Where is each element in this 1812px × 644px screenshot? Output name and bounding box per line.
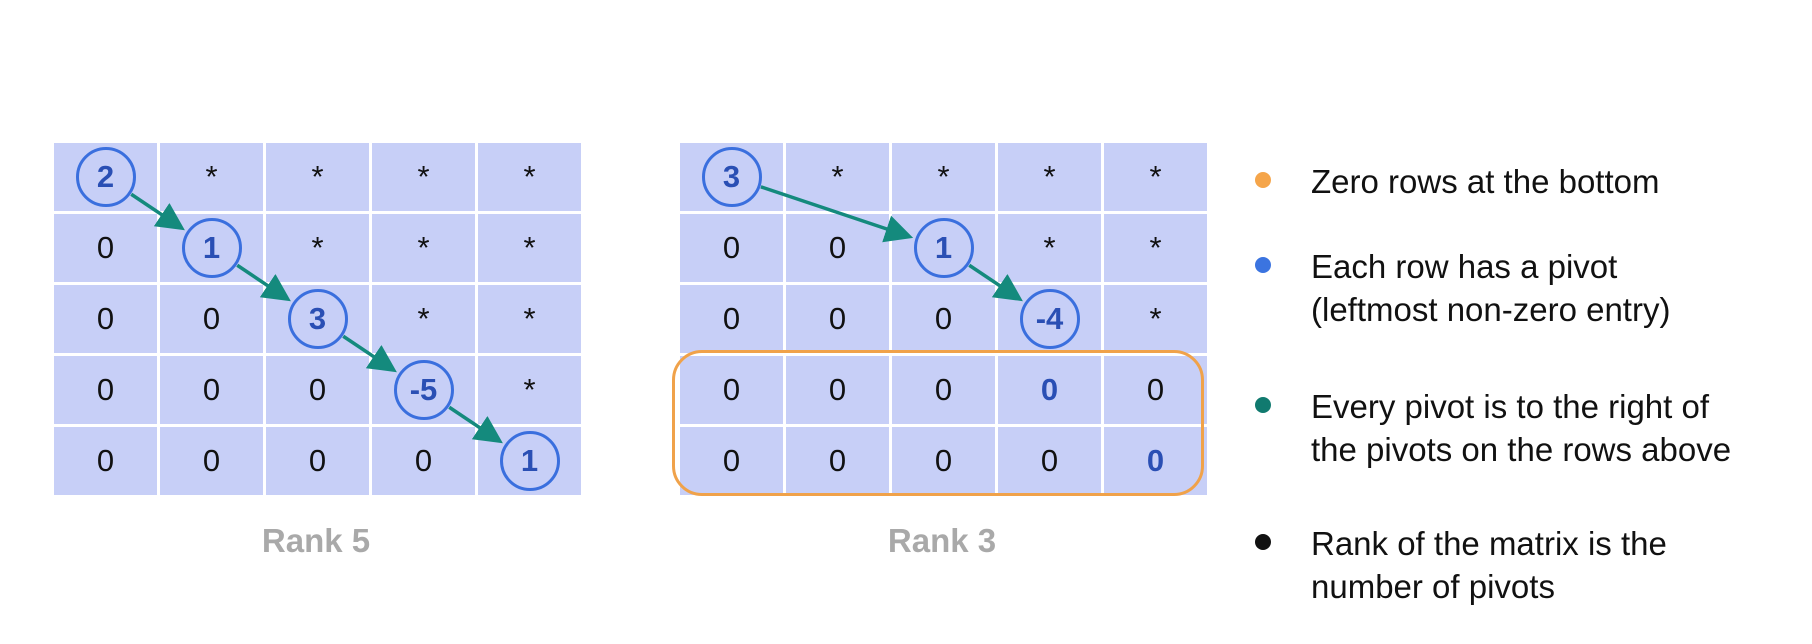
matrix-cell: * (372, 143, 475, 211)
matrix-cell: 0 (786, 427, 889, 495)
matrix-cell: * (1104, 285, 1207, 353)
matrix-cell: * (266, 143, 369, 211)
blue-dot-icon (1255, 257, 1271, 273)
matrix-cell: * (266, 214, 369, 282)
matrix-cell: 0 (372, 427, 475, 495)
highlighted-zero-cell: 0 (1104, 427, 1207, 495)
pivot-circle: 3 (701, 147, 762, 207)
matrix-cell: 0 (680, 285, 783, 353)
matrix-cell: * (478, 356, 581, 424)
rank-label-right: Rank 3 (887, 522, 997, 559)
matrix-cell: * (998, 214, 1101, 282)
highlighted-zero-cell: 0 (998, 356, 1101, 424)
matrix-cell: * (478, 214, 581, 282)
matrix-row: 2**** (54, 143, 581, 211)
matrix-cell: 0 (1104, 356, 1207, 424)
legend-text-line2: the pivots on the rows above (1311, 431, 1732, 468)
matrix-cell: 0 (266, 356, 369, 424)
matrix-cell: * (478, 143, 581, 211)
matrix-cell: * (998, 143, 1101, 211)
pivot-circle: 3 (287, 289, 348, 349)
matrix-cell: 0 (54, 427, 157, 495)
matrix-cell: 0 (892, 285, 995, 353)
matrix-cell: 0 (266, 427, 369, 495)
matrix-cell: 0 (54, 285, 157, 353)
pivot-arrow (236, 263, 291, 302)
matrix-cell: 0 (892, 356, 995, 424)
matrix-cell: 0 (680, 214, 783, 282)
matrix-cell: 0 (160, 356, 263, 424)
matrix-cell: 0 (786, 356, 889, 424)
pivot-arrow (130, 192, 185, 231)
pivot-circle: 2 (75, 147, 136, 207)
matrix-cell: * (1104, 214, 1207, 282)
pivot-cell: 3 (680, 143, 783, 211)
pivot-arrow (968, 263, 1023, 302)
matrix-cell: 0 (680, 356, 783, 424)
matrix-cell: 0 (160, 427, 263, 495)
matrix-cell: * (372, 285, 475, 353)
matrix-cell: * (372, 214, 475, 282)
legend-text-line1: Each row has a pivot (1311, 248, 1618, 285)
matrix-cell: 0 (54, 214, 157, 282)
pivot-cell: 2 (54, 143, 157, 211)
pivot-arrow (342, 334, 397, 373)
black-dot-icon (1255, 534, 1271, 550)
matrix-cell: 0 (680, 427, 783, 495)
matrix-cell: * (160, 143, 263, 211)
matrix-cell: * (786, 143, 889, 211)
pivot-circle: 1 (181, 218, 242, 278)
pivot-arrow (760, 185, 914, 243)
rank-label-left: Rank 5 (261, 522, 371, 559)
matrix-cell: 0 (998, 427, 1101, 495)
teal-dot-icon (1255, 397, 1271, 413)
orange-dot-icon (1255, 172, 1271, 188)
pivot-cell: 1 (160, 214, 263, 282)
pivot-circle: 1 (913, 218, 974, 278)
matrix-cell: 0 (892, 427, 995, 495)
matrix-cell: 0 (786, 285, 889, 353)
matrix-row: 3**** (680, 143, 1207, 211)
legend-text-line2: (leftmost non-zero entry) (1311, 291, 1671, 328)
pivot-circle: -5 (393, 360, 454, 420)
matrix-cell: * (1104, 143, 1207, 211)
legend-text-line1: Rank of the matrix is the (1311, 525, 1667, 562)
matrix-cell: * (892, 143, 995, 211)
matrix-cell: * (478, 285, 581, 353)
matrix-cell: 0 (54, 356, 157, 424)
legend-text-line1: Zero rows at the bottom (1311, 163, 1660, 200)
pivot-arrow (448, 405, 503, 444)
legend-text-line1: Every pivot is to the right of (1311, 388, 1710, 425)
pivot-cell: 3 (266, 285, 369, 353)
matrix-cell: 0 (160, 285, 263, 353)
pivot-circle: -4 (1019, 289, 1080, 349)
legend-text-line2: number of pivots (1311, 568, 1555, 605)
pivot-circle: 1 (499, 431, 560, 491)
